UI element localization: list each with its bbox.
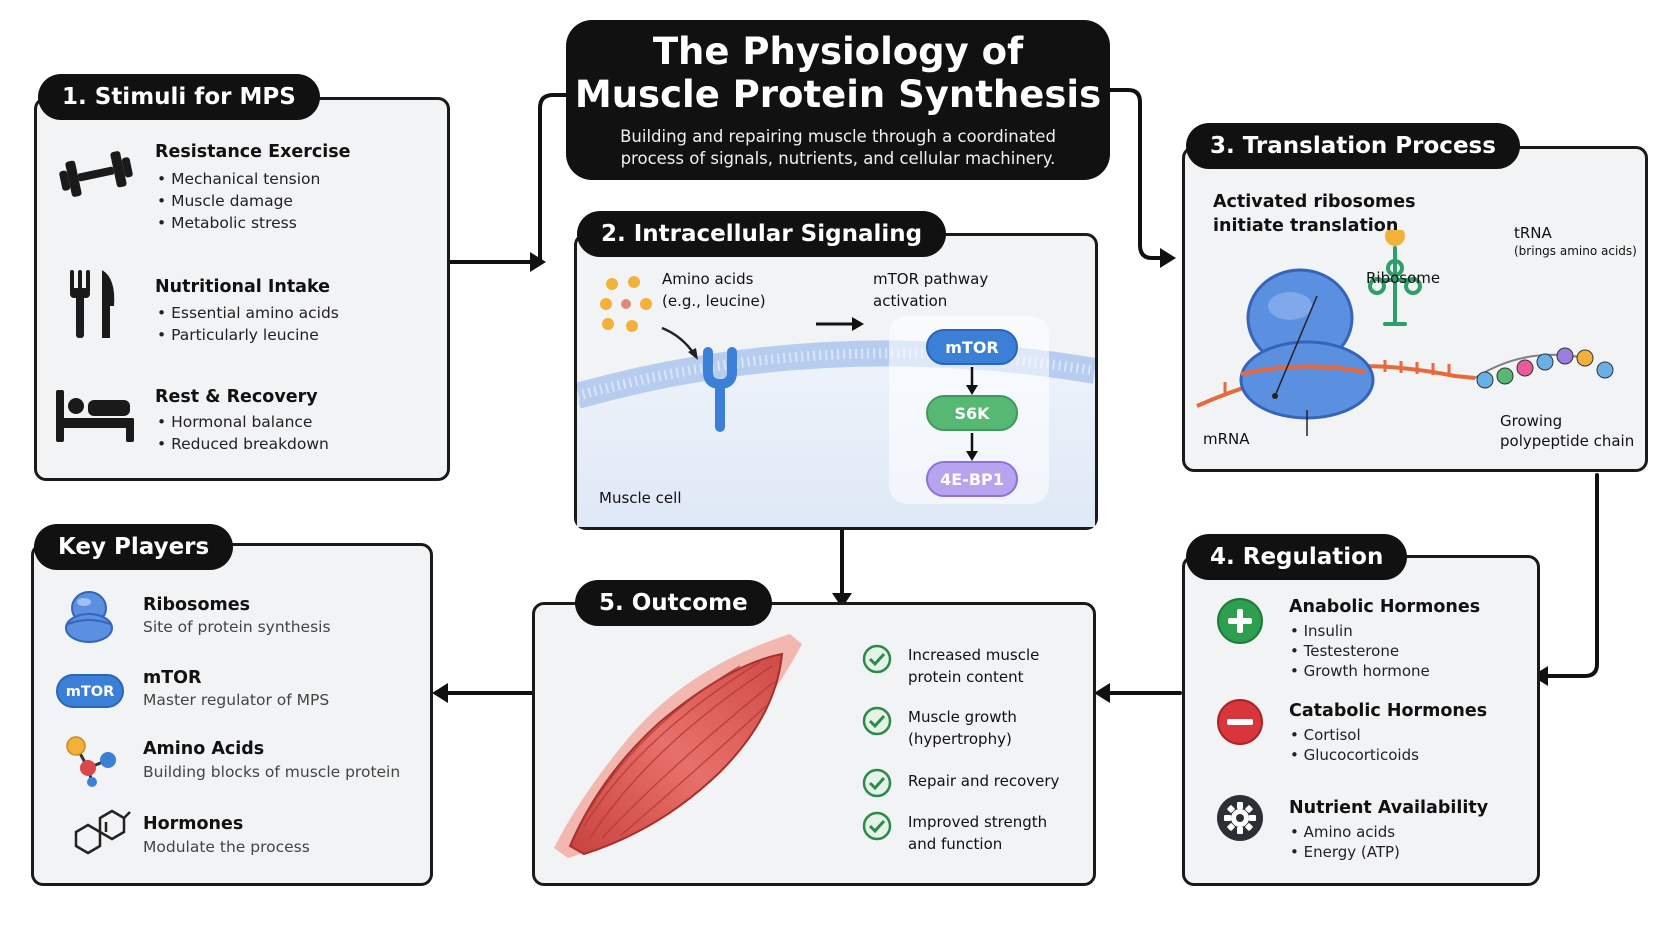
chain-label-1: Growing: [1500, 412, 1563, 430]
title-line-1: The Physiology of: [652, 30, 1024, 73]
player-name-1: mTOR: [143, 668, 202, 688]
mtor-pathway-label-2: activation: [873, 292, 948, 310]
player-name-2: Amino Acids: [143, 739, 265, 759]
trna-label: tRNA: [1514, 224, 1552, 242]
ribosome-icon: [65, 591, 113, 643]
translation-intro-1: Activated ribosomes: [1213, 192, 1416, 212]
regulation-heading-0: Anabolic Hormones: [1289, 597, 1481, 617]
mrna-label: mRNA: [1203, 430, 1250, 448]
regulation-bullet: • Testesterone: [1290, 642, 1400, 660]
stimulus-bullet: • Muscle damage: [157, 192, 293, 210]
stimulus-bullet: • Hormonal balance: [157, 413, 313, 431]
amino-acid-icon: [66, 736, 116, 787]
player-name-3: Hormones: [143, 814, 244, 834]
muscle-illustration: [554, 634, 802, 858]
player-name-0: Ribosomes: [143, 595, 250, 615]
regulation-bullets-2: • Amino acids • Energy (ATP): [1290, 822, 1400, 862]
check-icon: [862, 644, 892, 674]
regulation-heading-1: Catabolic Hormones: [1289, 701, 1488, 721]
subtitle-line-2: process of signals, nutrients, and cellu…: [620, 149, 1056, 168]
regulation-heading-2: Nutrient Availability: [1289, 798, 1489, 818]
stimulus-bullets-1: • Essential amino acids • Particularly l…: [157, 302, 339, 346]
amino-label-1: Amino acids: [662, 270, 754, 288]
mtor-pathway-label-1: mTOR pathway: [873, 270, 989, 288]
regulation-bullet: • Cortisol: [1290, 726, 1361, 744]
regulation-bullets-1: • Cortisol • Glucocorticoids: [1290, 725, 1419, 765]
amino-acid-cluster-icon: [600, 276, 652, 332]
outcome-text-0a: Increased muscle: [908, 646, 1040, 664]
outcome-text-3b: and function: [908, 835, 1003, 853]
dumbbell-icon: [59, 151, 133, 197]
right-arrow-icon: [816, 317, 864, 331]
cascade-4ebp1: 4E-BP1: [926, 461, 1018, 497]
translation-tag: 3. Translation Process: [1186, 123, 1520, 169]
stimuli-tag: 1. Stimuli for MPS: [38, 74, 320, 120]
regulation-bullet: • Growth hormone: [1290, 662, 1430, 680]
minus-icon: [1217, 699, 1263, 745]
signaling-tag: 2. Intracellular Signaling: [577, 211, 947, 257]
stimulus-bullet: • Essential amino acids: [157, 304, 339, 322]
ribosome-translation-illustration: [1196, 230, 1614, 436]
fork-knife-icon: [70, 270, 115, 338]
check-icon: [862, 706, 892, 736]
gear-icon: [1217, 795, 1263, 841]
amino-label-2: (e.g., leucine): [662, 292, 766, 310]
cell-label: Muscle cell: [599, 489, 682, 507]
stimulus-bullet: • Mechanical tension: [157, 170, 321, 188]
title-banner: The Physiology of Muscle Protein Synthes…: [566, 20, 1110, 180]
regulation-bullet: • Insulin: [1290, 622, 1353, 640]
chain-label-2: polypeptide chain: [1500, 432, 1635, 450]
outcome-text-1b: (hypertrophy): [908, 730, 1012, 748]
stimulus-bullets-2: • Hormonal balance • Reduced breakdown: [157, 411, 329, 455]
subtitle-line-1: Building and repairing muscle through a …: [620, 127, 1056, 146]
check-icon: [862, 768, 892, 798]
trna-note: (brings amino acids): [1514, 244, 1637, 258]
regulation-tag: 4. Regulation: [1186, 534, 1408, 580]
regulation-bullets-0: • Insulin • Testesterone • Growth hormon…: [1290, 621, 1430, 681]
player-desc-2: Building blocks of muscle protein: [143, 763, 401, 781]
check-icon: [862, 811, 892, 841]
bed-icon: [56, 390, 134, 442]
player-desc-0: Site of protein synthesis: [143, 618, 331, 636]
plus-icon: [1217, 598, 1263, 644]
stimulus-bullets-0: • Mechanical tension • Muscle damage • M…: [157, 168, 320, 234]
outcome-text-1a: Muscle growth: [908, 708, 1017, 726]
outcome-text-3a: Improved strength: [908, 813, 1048, 831]
regulation-bullet: • Glucocorticoids: [1290, 746, 1419, 764]
stimulus-bullet: • Metabolic stress: [157, 214, 297, 232]
regulation-bullet: • Amino acids: [1290, 823, 1396, 841]
stimulus-bullet: • Particularly leucine: [157, 326, 319, 344]
outcome-text-0b: protein content: [908, 668, 1024, 686]
cascade-arrows: [966, 367, 978, 461]
outcome-text-2a: Repair and recovery: [908, 772, 1060, 790]
regulation-bullet: • Energy (ATP): [1290, 843, 1400, 861]
player-desc-3: Modulate the process: [143, 838, 310, 856]
translation-intro-2: initiate translation: [1213, 216, 1399, 236]
cascade-mtor: mTOR: [926, 329, 1018, 365]
title-line-2: Muscle Protein Synthesis: [574, 73, 1102, 116]
mtor-badge-icon: mTOR: [56, 674, 124, 708]
stimulus-bullet: • Reduced breakdown: [157, 435, 329, 453]
player-desc-1: Master regulator of MPS: [143, 691, 330, 709]
ribosome-label: Ribosome: [1366, 269, 1441, 287]
stimulus-heading-0: Resistance Exercise: [155, 142, 351, 162]
stimulus-heading-2: Rest & Recovery: [155, 387, 318, 407]
receptor-icon: [661, 326, 737, 432]
outcome-tag: 5. Outcome: [575, 580, 772, 626]
hormone-molecule-icon: [74, 809, 131, 855]
cascade-s6k: S6K: [926, 395, 1018, 431]
stimulus-heading-1: Nutritional Intake: [155, 277, 331, 297]
key-players-tag: Key Players: [34, 524, 234, 570]
